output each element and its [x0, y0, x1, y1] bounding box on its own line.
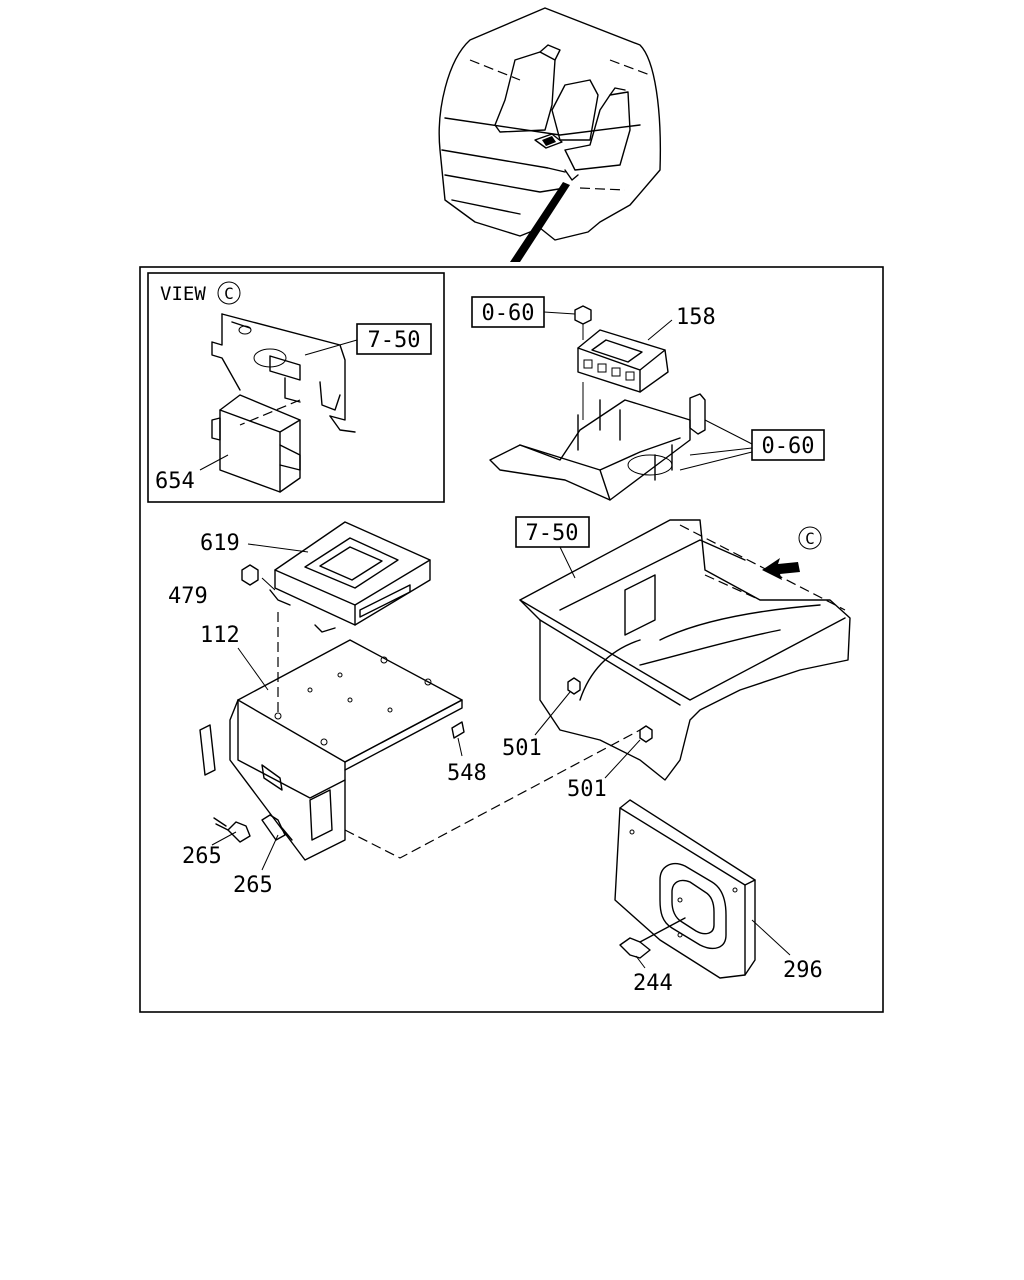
ref-box-7-50-frame — [515, 516, 590, 548]
cab-illustration — [438, 7, 662, 262]
view-c-inset: VIEW C 7-50 654 — [147, 272, 445, 503]
part-label-296: 296 — [783, 958, 823, 983]
ref-box-0-60-top — [471, 296, 545, 328]
view-marker-circle — [217, 281, 241, 305]
view-direction-arrow — [762, 558, 800, 580]
part-label-501-upper: 501 — [502, 736, 542, 761]
cab-floor-frame: 7-50 C 501 501 — [502, 516, 851, 802]
part-label-654: 654 — [155, 469, 195, 494]
part-label-265-lower: 265 — [233, 873, 273, 898]
part-label-158: 158 — [676, 305, 716, 330]
part-label-501-lower: 501 — [567, 777, 607, 802]
part-label-244: 244 — [633, 971, 673, 996]
part-label-112: 112 — [200, 623, 240, 648]
main-frame — [139, 266, 884, 1013]
ref-label-7-50-inset: 7-50 — [368, 328, 421, 353]
part-label-548: 548 — [447, 761, 487, 786]
ref-label-7-50-frame: 7-50 — [526, 521, 579, 546]
direction-marker: C — [805, 529, 815, 548]
part-label-619: 619 — [200, 531, 240, 556]
ecu-bracket-assembly: 619 479 112 548 265 — [168, 521, 641, 898]
part-label-479: 479 — [168, 584, 208, 609]
ref-label-0-60-top: 0-60 — [482, 301, 535, 326]
unit-158-assembly: 0-60 158 0-60 — [471, 296, 825, 501]
ref-box-0-60-right — [751, 429, 825, 461]
ref-label-0-60-right: 0-60 — [762, 434, 815, 459]
cover-296-assembly: 244 296 — [614, 799, 823, 996]
ref-box-7-50-inset — [356, 323, 432, 355]
view-label: VIEW — [160, 283, 206, 305]
view-marker: C — [224, 284, 234, 303]
part-label-265-upper: 265 — [182, 844, 222, 869]
